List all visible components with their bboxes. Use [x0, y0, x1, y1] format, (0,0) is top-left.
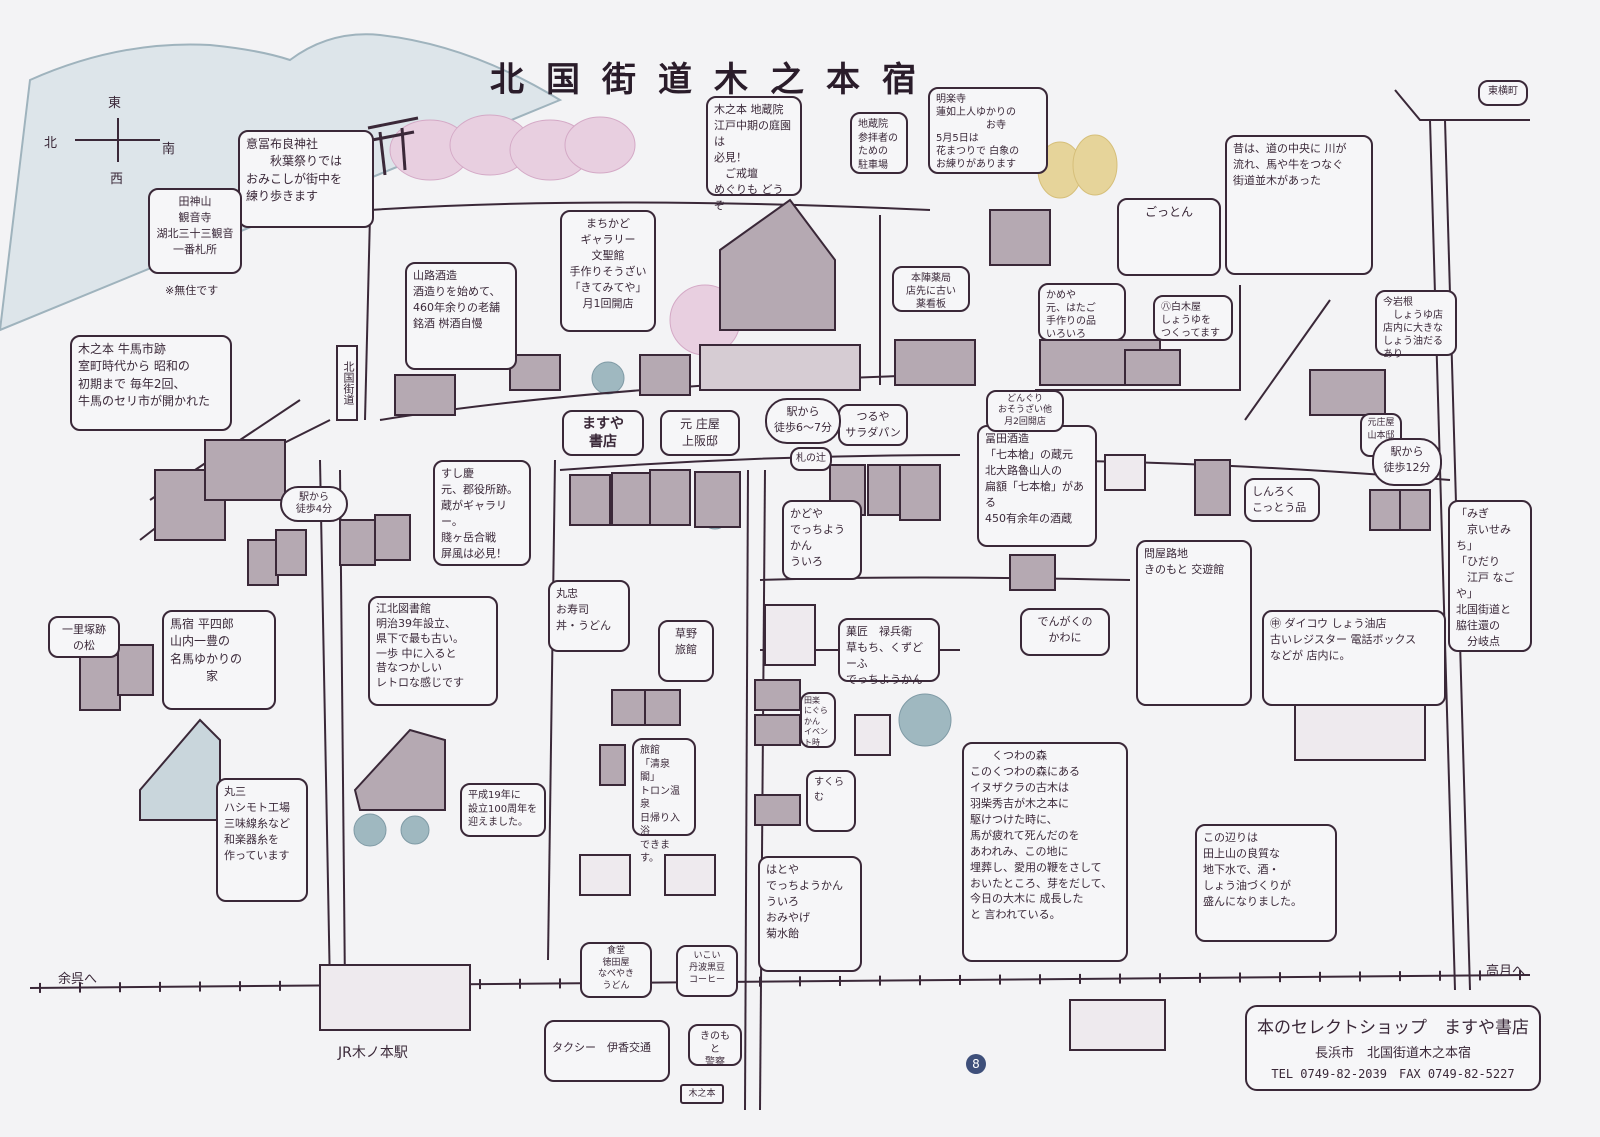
- callout-higashi-yokomachi: 東横町: [1478, 80, 1528, 106]
- callout-seisenkaku: 旅館 「清泉閣」 トロン温泉 日帰り入浴 できます。: [632, 738, 696, 864]
- callout-jizoin-parking: 地蔵院 参拝者のための 駐車場: [850, 112, 908, 174]
- torii-gate: [367, 116, 419, 176]
- callout-hatoya: はとや でっちようかん ういろ おみやげ 菊水飴: [758, 856, 862, 972]
- callout-sushikei: すし慶 元、郡役所跡。 蔵がギャラリー。 賤ヶ岳合戦 屏風は必見！: [433, 460, 531, 566]
- callout-myorakuji: 明楽寺 蓮如上人ゆかりの お寺 5月5日は 花まつりで 白象の お練りがあります: [928, 87, 1048, 174]
- shop-name: 本のセレクトショップ ますや書店: [1257, 1018, 1529, 1038]
- callout-shirokiya: ㊇白木屋 しょうゆを つくってます: [1153, 295, 1233, 341]
- callout-tsuruya: つるや サラダパン: [838, 404, 908, 446]
- callout-dengaku-kawani: でんがくの かわに: [1020, 608, 1110, 656]
- callout-ichirizuka-pine: 一里塚跡 の松: [48, 616, 120, 658]
- callout-taxi: タクシー 伊香交通: [544, 1020, 670, 1082]
- compass-west: 西: [110, 172, 124, 187]
- callout-imaiwane: 今岩根 しょうゆ店 店内に大きな しょう油だるあり: [1375, 290, 1457, 360]
- callout-kadoya: かどや でっちようかん ういろ: [782, 500, 862, 580]
- callout-shinroku: しんろく こっとう品: [1244, 478, 1320, 522]
- callout-kannonji: 田神山 観音寺 湖北三十三観音 一番札所: [148, 188, 242, 274]
- map-title: 北国街道木之本宿: [490, 60, 938, 100]
- compass-rose: [75, 118, 160, 162]
- callout-old-days: 昔は、道の中央に 川が 流れ、馬や牛をつなぐ 街道並木があった: [1225, 135, 1373, 275]
- callout-tomita-sake: 冨田酒造 「七本槍」の蔵元 北大路魯山人の 扁額「七本槍」がある 450有余年の…: [977, 425, 1097, 547]
- callout-daikou: ㊥ ダイコウ しょう油店 古いレジスター 電話ボックス などが 店内に。: [1262, 610, 1446, 706]
- masuya-bookstore-info: 本のセレクトショップ ますや書店 長浜市 北国街道木之本宿 TEL 0749-8…: [1245, 1005, 1541, 1091]
- callout-marutada: 丸忠 お寿司 丼・うどん: [548, 580, 630, 652]
- shop-address: 長浜市 北国街道木之本宿: [1314, 1046, 1471, 1061]
- callout-kutsuwa-forest: くつわの森 このくつわの森にある イヌザクラの古木は 羽柴秀吉が木之本に 駆けつ…: [962, 742, 1128, 962]
- ginkgo-trees: [1037, 134, 1118, 199]
- callout-masuya-bookstore[interactable]: ますや 書店: [562, 410, 644, 456]
- callout-rokubee: 菓匠 禄兵衛 草もち、くずどーふ でっちようかん: [838, 618, 940, 686]
- callout-hashimoto-factory: 丸三 ハシモト工場 三味線糸など 和楽器糸を 作っています: [216, 778, 308, 902]
- cherry-blossom-trees: [389, 114, 741, 356]
- callout-kameya: かめや 元、はたご 手作りの品 いろいろ: [1038, 283, 1126, 341]
- route-8-marker: 8: [966, 1054, 986, 1074]
- callout-library-centennial: 平成19年に 設立100周年を 迎えました。: [460, 783, 546, 837]
- hokkoku-kaido-signpost: 北国街道: [336, 345, 358, 421]
- callout-walk-6-7-min: 駅から 徒歩6～7分: [765, 398, 841, 444]
- kannonji-note: ※無住です: [165, 284, 219, 297]
- callout-police: きのもと 警察: [688, 1024, 742, 1068]
- callout-tonya-roji: 問屋路地 きのもと 交遊館: [1136, 540, 1252, 706]
- callout-tokudaya: 食堂 徳田屋 なべやき うどん: [580, 942, 652, 998]
- direction-yogo: 余呉へ: [58, 972, 98, 987]
- callout-ofura-shrine: 意冨布良神社 秋葉祭りでは おみこしが街中を 練り歩きます: [238, 130, 374, 228]
- callout-junction: 「みぎ 京いせみち」 「ひだり 江戸 なごや」 北国街道と 脇往還の 分岐点: [1448, 500, 1532, 652]
- jr-kinomoto-station-label: JR木ノ本駅: [338, 1045, 408, 1061]
- callout-walk-12-min: 駅から 徒歩12分: [1372, 438, 1442, 486]
- shop-phone: TEL 0749-82-2039 FAX 0749-82-5227: [1271, 1067, 1515, 1081]
- callout-yamaji-sake: 山路酒造 酒造りを始めて、 460年余りの老舗 銘酒 桝酒自慢: [405, 262, 517, 370]
- roads: [139, 89, 1530, 1111]
- direction-takatsuki: 高月へ: [1486, 964, 1526, 979]
- callout-dengaku-event: 田楽 にぐらかん イベント時: [800, 692, 836, 748]
- callout-walk-4-min: 駅から 徒歩4分: [280, 486, 348, 522]
- callout-gotton: ごっとん: [1117, 198, 1221, 276]
- compass-north: 北: [44, 136, 58, 151]
- callout-sukuramu: すくらむ: [806, 770, 856, 832]
- callout-jizoin: 木之本 地蔵院 江戸中期の庭園は 必見！ ご戒壇 めぐりも どうぞ: [706, 96, 802, 212]
- kinomoto-sign: 木之本: [680, 1084, 724, 1104]
- callout-umayado: 馬宿 平四郎 山内一豊の 名馬ゆかりの 家: [162, 610, 276, 710]
- compass-east: 東: [108, 96, 122, 111]
- callout-kusano-ryokan: 草野 旅館: [658, 620, 714, 682]
- callout-groundwater: この辺りは 田上山の良質な 地下水で、酒・ しょう油づくりが 盛んになりました。: [1195, 824, 1337, 942]
- callout-fuda-no-tsuji: 札の辻: [790, 447, 832, 471]
- railway-line: [29, 974, 1531, 989]
- callout-machikado-gallery: まちかど ギャラリー 文聖館 手作りそうざい 「きてみてや」 月1回開店: [560, 210, 656, 332]
- callout-honjin-pharmacy: 本陣薬局 店先に古い 薬看板: [892, 266, 970, 312]
- callout-kohoku-library: 江北図書館 明治39年設立、 県下で最も古い。 一歩 中に入ると 昔なつかしい …: [368, 596, 498, 706]
- callout-donguri: どんぐり おそうざい他 月2回開店: [986, 390, 1064, 432]
- callout-kosakai-house: 元 庄屋 上阪邸: [660, 410, 740, 456]
- callout-ikoi: いこい 丹波黒豆 コーヒー: [676, 945, 738, 997]
- callout-horse-market: 木之本 牛馬市跡 室町時代から 昭和の 初期まで 毎年2回、 牛馬のセリ市が開か…: [70, 335, 232, 431]
- compass-south: 南: [162, 142, 176, 157]
